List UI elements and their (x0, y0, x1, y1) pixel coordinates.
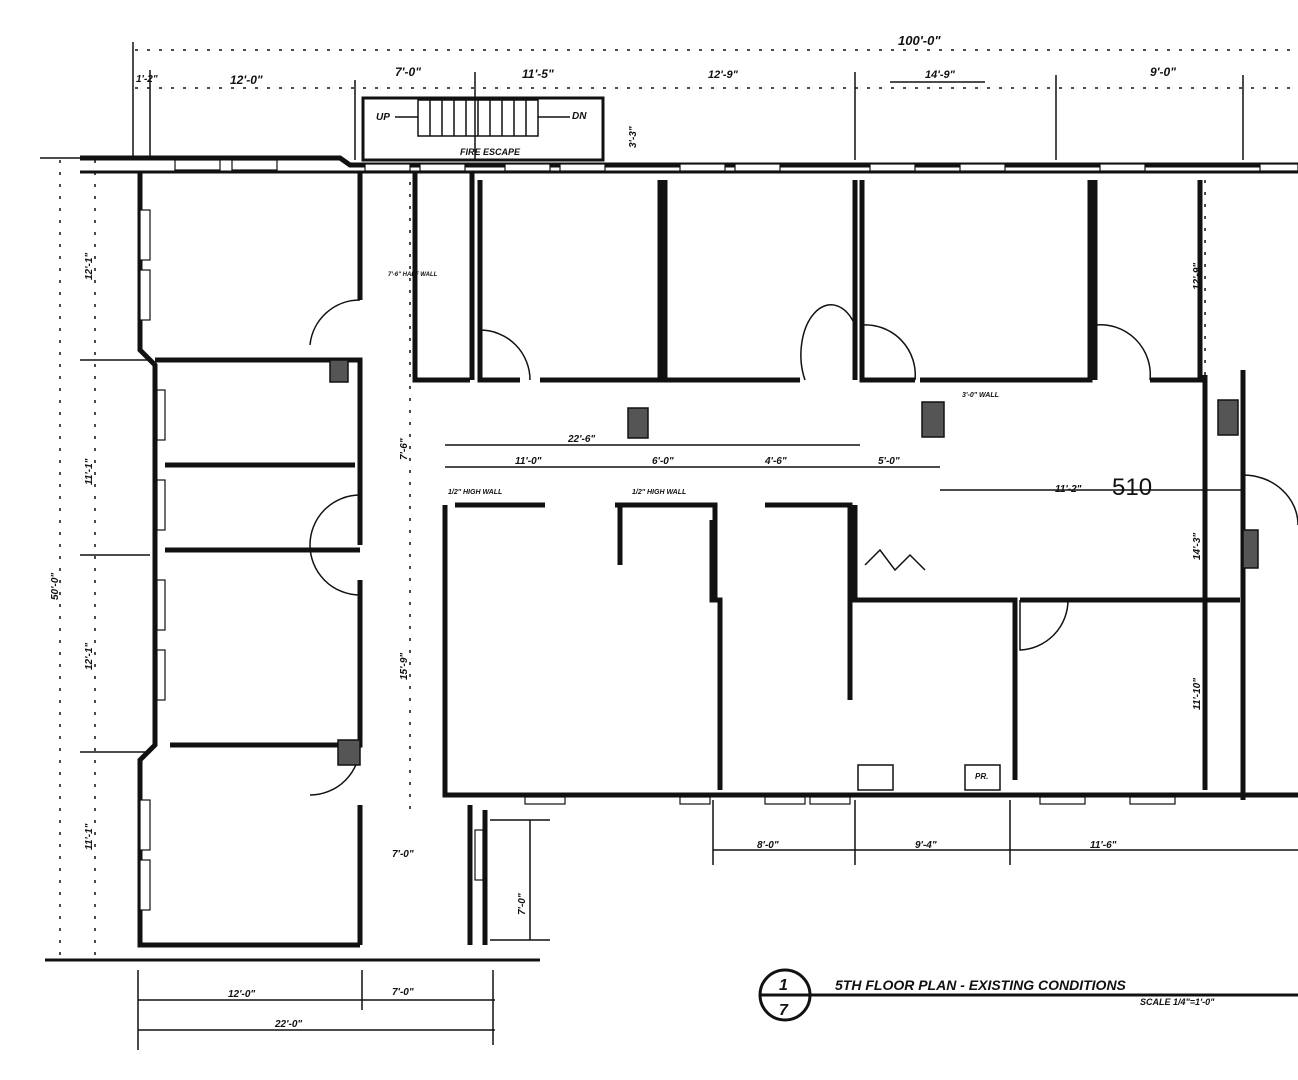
left-dim: 11'-1" (84, 823, 95, 850)
corridor-dim: 15'-9" (399, 653, 410, 680)
dimension-labels: 100'-0" 1'-2" 12'-0" 7'-0" 11'-5" 12'-9"… (50, 33, 1203, 1030)
left-overall-dim: 50'-0" (50, 573, 61, 600)
columns (329, 359, 1259, 791)
stair-down-label: DN (572, 111, 587, 122)
equipment-label: PR. (975, 772, 988, 781)
note-half-wall-1: 1/2" HIGH WALL (448, 489, 502, 496)
left-dim: 12'-1" (84, 643, 95, 670)
overall-dimension: 100'-0" (898, 33, 941, 48)
fire-escape-label: FIRE ESCAPE (460, 147, 521, 157)
top-dim: 12'-0" (230, 73, 263, 87)
interior-dim-b: 6'-0" (652, 456, 674, 467)
base-dim-left: 12'-0" (228, 989, 255, 1000)
sheet-number: 7 (779, 1002, 789, 1019)
bottom-dim: 9'-4" (915, 840, 937, 851)
top-dim: 12'-9" (708, 69, 739, 81)
base-dim-overall: 22'-0" (274, 1019, 302, 1030)
note-wall-3: 3'-0" WALL (962, 392, 999, 399)
top-dim: 9'-0" (1150, 65, 1176, 79)
base-dim-right: 7'-0" (392, 987, 414, 998)
drawing-title: 5TH FLOOR PLAN - EXISTING CONDITIONS (835, 977, 1127, 993)
walls (45, 155, 1298, 962)
bottom-dim: 8'-0" (757, 840, 779, 851)
bottom-dim: 11'-6" (1090, 840, 1117, 851)
corridor-dim: 7'-6" (399, 438, 410, 460)
stair-up-label: UP (376, 112, 390, 123)
interior-overall: 22'-6" (567, 434, 595, 445)
right-dim: 12'-9" (1192, 263, 1203, 290)
door-swings (309, 299, 1298, 796)
right-dim: 11'-10" (1192, 678, 1203, 710)
title-block: 1 7 5TH FLOOR PLAN - EXISTING CONDITIONS… (758, 968, 1298, 1022)
dimension-lines (40, 42, 1298, 1050)
stair-depth: 3'-3" (628, 126, 639, 148)
drawing-scale: SCALE 1/4"=1'-0" (1140, 997, 1215, 1007)
note-wall-left: 7'-6" HALF WALL (388, 272, 438, 278)
detail-number: 1 (779, 977, 788, 994)
room-number: 510 (1112, 474, 1152, 501)
top-dim: 7'-0" (395, 65, 421, 79)
top-dim: 1'-2" (136, 74, 158, 85)
top-dim: 11'-5" (522, 67, 554, 81)
fire-escape-stair (361, 96, 605, 162)
interior-dim-d: 5'-0" (878, 456, 900, 467)
interior-dim-a: 11'-0" (515, 456, 542, 467)
note-half-wall-2: 1/2" HIGH WALL (632, 489, 686, 496)
right-dim: 14'-3" (1192, 533, 1203, 560)
top-dim: 14'-9" (925, 69, 956, 81)
left-dim: 12'-1" (84, 253, 95, 280)
bottom-vert-dim: 7'-0" (517, 893, 528, 915)
room-dim: 11'-2" (1055, 484, 1082, 495)
left-dim: 11'-1" (84, 458, 95, 485)
bottom-stub-dim: 7'-0" (392, 849, 414, 860)
interior-dim-c: 4'-6" (764, 456, 787, 467)
windows (139, 159, 1298, 911)
